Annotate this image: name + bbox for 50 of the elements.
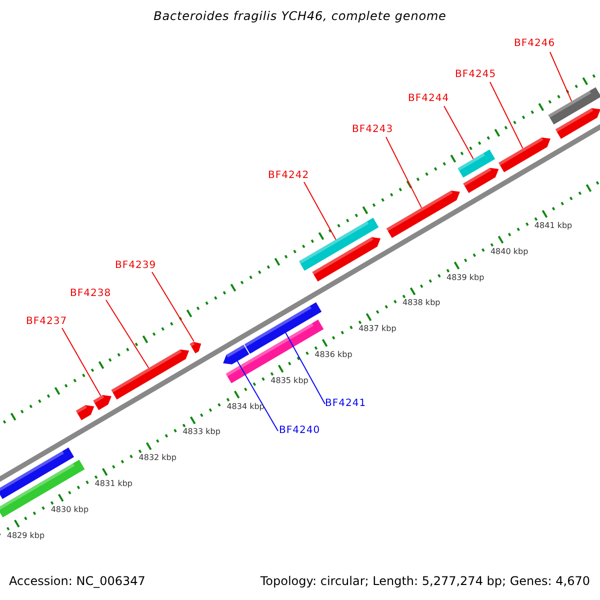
scale-label: 4840 kbp: [490, 248, 528, 256]
gene-feature: [76, 405, 94, 420]
scale-label: 4834 kbp: [226, 402, 264, 412]
scale-label: 4838 kbp: [402, 299, 440, 308]
gene-feature: [312, 237, 381, 282]
gene-label: BF4240: [279, 425, 320, 436]
gene-feature: [548, 87, 600, 125]
scale-label: 4829 kbp: [6, 532, 45, 540]
scale-label: 4836 kbp: [314, 350, 352, 360]
gene-feature: [190, 342, 202, 354]
gene-label: BF4245: [455, 69, 496, 80]
leader-line: [285, 332, 326, 404]
gene-feature: [0, 448, 74, 499]
leader-line: [236, 360, 278, 432]
gene-feature: [498, 137, 550, 172]
gene-label: BF4246: [514, 38, 556, 49]
leader-line: [550, 52, 572, 102]
scale-label: 4831 kbp: [94, 480, 132, 489]
leader-line: [106, 300, 150, 368]
gene-label: BF4237: [26, 316, 68, 327]
scale-label: 4830 kbp: [50, 506, 89, 515]
scale-label: 4835 kbp: [270, 376, 308, 386]
gene-label: BF4242: [268, 170, 310, 181]
leader-line: [386, 136, 422, 208]
gene-feature: [93, 395, 112, 410]
gene-label: BF4241: [325, 398, 366, 409]
scale-label: 4841 kbp: [534, 222, 572, 231]
gene-feature: [223, 344, 250, 364]
leader-line: [304, 182, 336, 240]
leader-line: [490, 82, 524, 149]
gene-label: BF4244: [408, 93, 450, 104]
gene-feature: [298, 218, 379, 271]
gene-feature: [111, 349, 190, 400]
scale-label: 4833 kbp: [182, 428, 220, 438]
accession-text: Accession: NC_006347: [9, 575, 146, 588]
leader-line: [152, 272, 194, 342]
scale-label: 4839 kbp: [446, 274, 484, 282]
diagram-title: Bacteroides fragilis YCH46, complete genome: [152, 10, 448, 24]
gene-feature: [386, 190, 460, 238]
gene-feature: [463, 168, 499, 193]
scale-label: 4832 kbp: [138, 454, 176, 463]
leader-line: [62, 328, 102, 397]
gene-label: BF4243: [352, 124, 394, 135]
leader-line: [444, 106, 474, 160]
gene-label: BF4239: [115, 260, 156, 271]
scale-label: 4837 kbp: [358, 325, 396, 334]
gene-label: BF4238: [70, 288, 112, 299]
gene-feature: [555, 108, 600, 139]
gene-feature: [458, 149, 496, 178]
genome-summary: Topology: circular; Length: 5,277,274 bp; Genes: 4,670: [260, 575, 590, 588]
